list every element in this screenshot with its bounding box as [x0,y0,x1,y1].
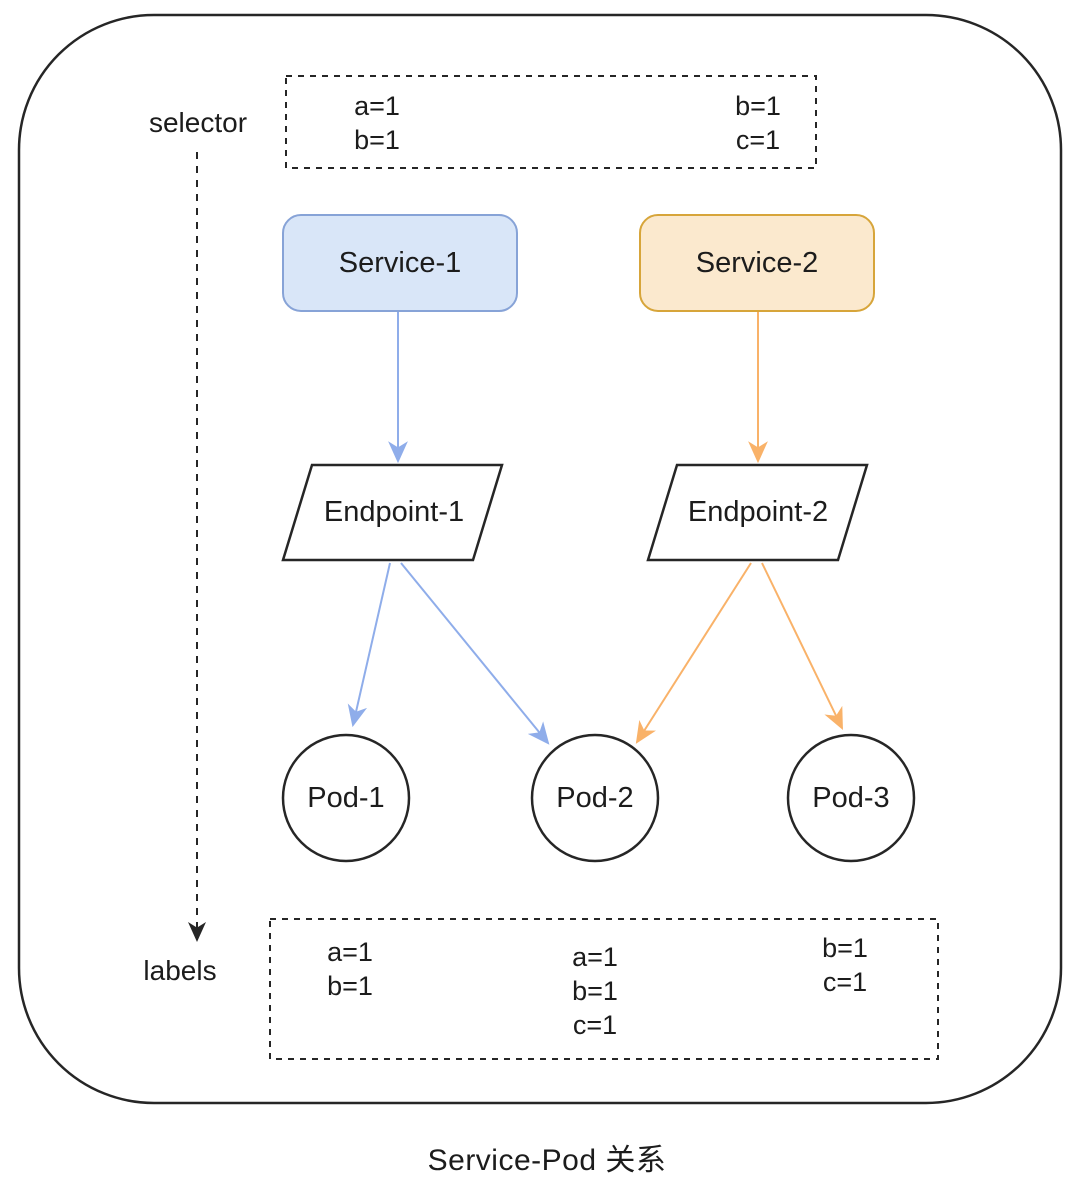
kv-label: b=1 [327,971,373,1001]
pod-2-shape [530,733,660,863]
labels-group-pod2: a=1 b=1 c=1 [572,940,618,1042]
endpoint2-pod3-arrow [761,562,843,730]
endpoint-1-label: Endpoint-1 [323,496,465,528]
labels-group-pod3: b=1 c=1 [822,931,868,999]
kv-label: a=1 [572,942,618,972]
kv-label: b=1 [572,976,618,1006]
service-2-label: Service-2 [695,247,819,279]
pod-1-label: Pod-1 [307,782,385,814]
service-1-box [282,214,518,312]
labels-annotation: labels [143,955,217,986]
diagram-title: Service-Pod 关系 [427,1144,667,1177]
pod-3-shape [786,733,916,863]
service-2-box [639,214,875,312]
kv-label: b=1 [822,933,868,963]
pod-2-label: Pod-2 [556,782,634,814]
kv-label: b=1 [735,91,781,121]
labels-dashed-box [269,918,939,1060]
endpoint1-pod1-arrow [347,562,391,728]
kv-label: a=1 [354,91,400,121]
service-1-label: Service-1 [338,247,462,279]
endpoint-2-label: Endpoint-2 [687,496,829,528]
kv-label: b=1 [354,125,400,155]
endpoint1-pod2-arrow [400,562,550,745]
selector-annotation: selector [148,107,248,138]
kv-label: c=1 [572,1010,618,1040]
endpoint-1-shape [281,463,504,562]
selector-group-service1: a=1 b=1 [354,89,400,157]
pod-3-label: Pod-3 [812,782,890,814]
endpoint2-pod2-arrow [635,562,752,744]
kv-label: c=1 [735,125,781,155]
outer-boundary-box [17,13,1063,1105]
selector-group-service2: b=1 c=1 [735,89,781,157]
selector-dashed-box [285,75,817,169]
kv-label: a=1 [327,937,373,967]
labels-group-pod1: a=1 b=1 [327,935,373,1003]
pod-1-shape [281,733,411,863]
kv-label: c=1 [822,967,868,997]
endpoint-2-shape [646,463,869,562]
